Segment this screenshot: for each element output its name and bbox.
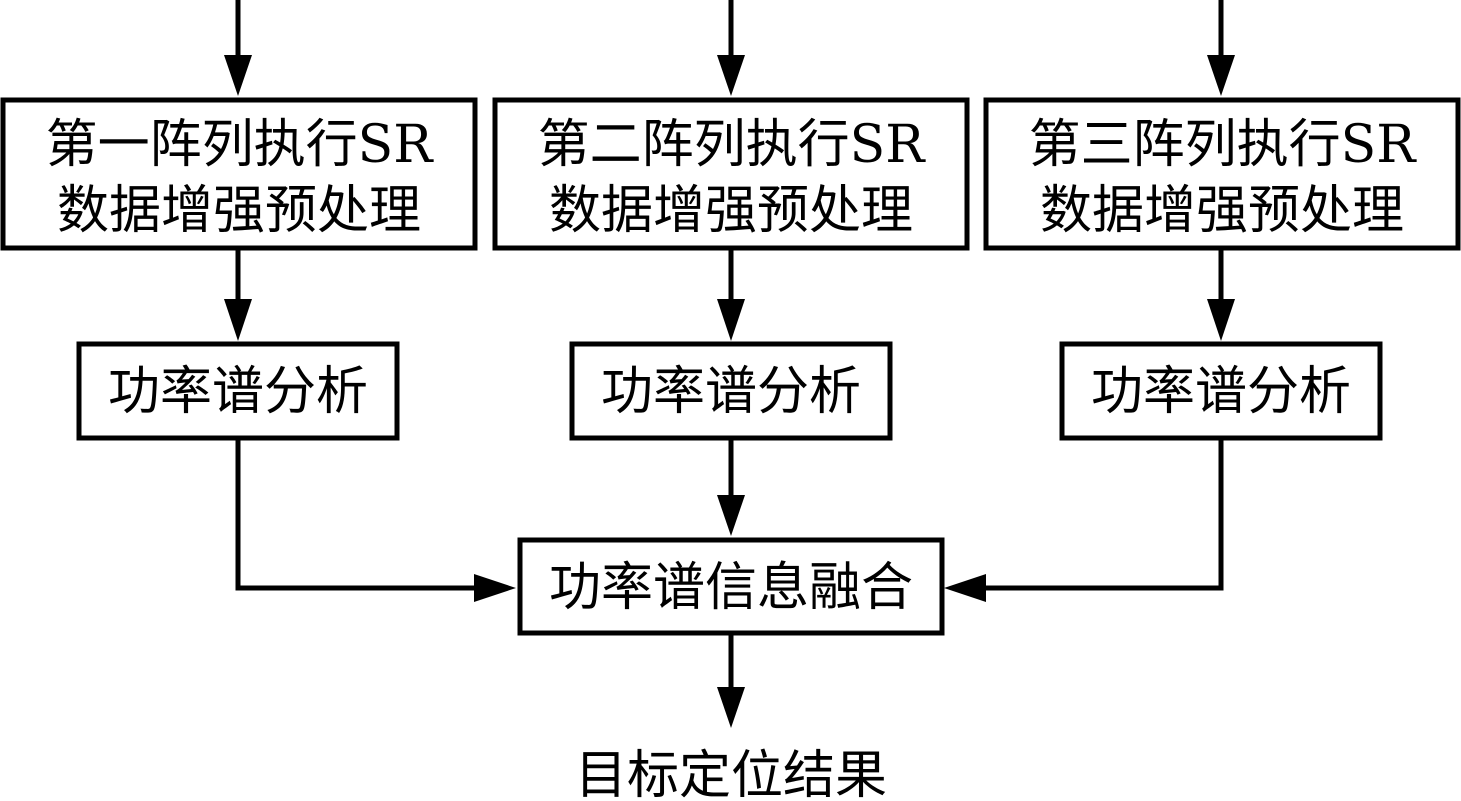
arrow-preprocess-to-analysis-1 bbox=[224, 250, 252, 341]
arrow-preprocess-to-analysis-2 bbox=[717, 250, 745, 341]
preprocess-box-1: 第一阵列执行SR 数据增强预处理 bbox=[0, 97, 478, 251]
preprocess-box-3-line2: 数据增强预处理 bbox=[1040, 181, 1404, 241]
arrow-preprocess-to-analysis-3 bbox=[1207, 250, 1235, 341]
arrow-analysis-3-to-fusion bbox=[944, 440, 1224, 602]
analysis-box-3: 功率谱分析 bbox=[1059, 341, 1383, 441]
arrow-analysis-1-to-fusion bbox=[235, 440, 516, 602]
preprocess-box-1-line1: 第一阵列执行SR bbox=[46, 115, 435, 175]
preprocess-box-2-line1: 第二阵列执行SR bbox=[538, 115, 927, 175]
preprocess-box-2: 第二阵列执行SR 数据增强预处理 bbox=[492, 97, 970, 251]
arrow-analysis-2-to-fusion bbox=[717, 440, 745, 536]
analysis-box-2-label: 功率谱分析 bbox=[601, 362, 861, 422]
result-label: 目标定位结果 bbox=[575, 746, 887, 801]
analysis-box-2: 功率谱分析 bbox=[569, 341, 893, 441]
analysis-box-1-label: 功率谱分析 bbox=[108, 362, 368, 422]
preprocess-box-3: 第三阵列执行SR 数据增强预处理 bbox=[983, 97, 1461, 251]
analysis-box-3-label: 功率谱分析 bbox=[1091, 362, 1351, 422]
connectors bbox=[224, 0, 1235, 728]
arrow-fusion-to-result bbox=[717, 634, 745, 728]
arrow-input-3 bbox=[1207, 0, 1235, 96]
preprocess-box-1-line2: 数据增强预处理 bbox=[57, 181, 421, 241]
fusion-box: 功率谱信息融合 bbox=[517, 537, 945, 636]
analysis-box-1: 功率谱分析 bbox=[76, 341, 400, 441]
arrow-input-2 bbox=[717, 0, 745, 96]
arrow-input-1 bbox=[224, 0, 252, 96]
fusion-box-label: 功率谱信息融合 bbox=[549, 558, 913, 618]
preprocess-box-3-line1: 第三阵列执行SR bbox=[1029, 115, 1418, 175]
preprocess-box-2-line2: 数据增强预处理 bbox=[549, 181, 913, 241]
